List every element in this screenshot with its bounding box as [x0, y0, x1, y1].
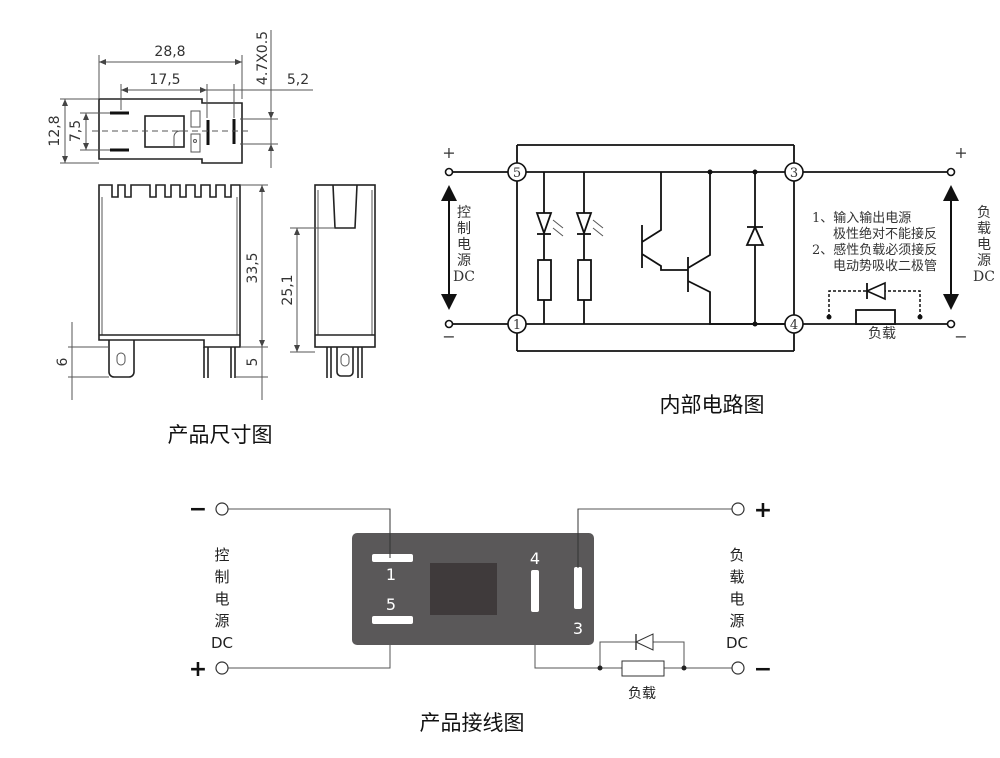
internal-circuit: 5 1 3 4 负载 + − + − 控 制 电 源 DC 负 载 电	[441, 143, 995, 417]
dim-side-height: 25,1	[280, 274, 296, 305]
circuit-title: 内部电路图	[660, 393, 765, 417]
terminal-3: 3	[790, 166, 798, 181]
circuit-control-label: 控 制 电 源 DC	[453, 205, 475, 285]
dim-pin-size: 4.7X0.5	[255, 31, 271, 85]
dim-tab-length: 6	[55, 357, 71, 366]
dim-height-top: 12,8	[47, 115, 63, 146]
circuit-minus-left: −	[442, 327, 455, 346]
pin-label-1: 1	[386, 565, 396, 584]
wiring-minus-right: −	[754, 657, 772, 682]
dim-pin-gap: 7,5	[68, 120, 84, 142]
pin-label-5: 5	[386, 595, 396, 614]
wiring-title: 产品接线图	[420, 711, 525, 735]
circuit-plus-right: +	[954, 143, 967, 162]
svg-text:源: 源	[977, 253, 991, 269]
svg-text:极性绝对不能接反: 极性绝对不能接反	[833, 226, 937, 242]
svg-text:1、输入输出电源: 1、输入输出电源	[812, 210, 911, 226]
svg-text:电: 电	[457, 237, 471, 253]
wiring-load-supply-label: 负 载 电 源 DC	[726, 546, 748, 652]
svg-text:电: 电	[977, 237, 991, 253]
terminal-4: 4	[790, 318, 798, 333]
top-view: 28,8 17,5 5,2 4.7X0.5 12,8 7,5	[47, 30, 313, 168]
svg-text:制: 制	[457, 221, 471, 237]
pin-4-bar	[531, 570, 539, 612]
wiring-diagram: 1 5 4 3 − + + − 负载 控 制 电 源 DC 负 载	[189, 497, 772, 735]
svg-text:2、感性负载必须接反: 2、感性负载必须接反	[812, 242, 937, 258]
front-view: 33,5 5 6	[55, 184, 268, 400]
terminal-5: 5	[513, 166, 521, 181]
circuit-minus-right: −	[954, 327, 967, 346]
dim-body-height: 33,5	[245, 252, 261, 283]
svg-text:负: 负	[729, 546, 744, 564]
dim-width-total: 28,8	[154, 44, 185, 60]
svg-text:源: 源	[729, 612, 744, 630]
wiring-load-label: 负载	[628, 686, 656, 702]
svg-text:DC: DC	[453, 269, 475, 285]
wiring-plus-left: +	[189, 657, 207, 682]
pin-label-4: 4	[530, 549, 540, 568]
svg-text:电: 电	[214, 590, 229, 608]
dimension-title: 产品尺寸图	[168, 423, 273, 447]
dim-pin-length: 5	[245, 358, 261, 367]
pin-label-3: 3	[573, 619, 583, 638]
svg-text:DC: DC	[973, 269, 995, 285]
circuit-load-label: 负载	[868, 326, 896, 342]
svg-text:控: 控	[214, 546, 229, 564]
wiring-control-label: 控 制 电 源 DC	[211, 546, 233, 652]
pin-3-bar	[574, 567, 582, 609]
terminal-1: 1	[513, 318, 521, 333]
circuit-plus-left: +	[442, 143, 455, 162]
svg-text:载: 载	[977, 221, 991, 237]
dim-pin-offset: 5,2	[287, 72, 309, 88]
svg-text:控: 控	[457, 205, 471, 221]
circuit-load-supply-label: 负 载 电 源 DC	[973, 205, 995, 285]
svg-text:DC: DC	[211, 634, 233, 652]
dimension-drawing: 28,8 17,5 5,2 4.7X0.5 12,8 7,5	[47, 30, 376, 447]
side-view: 25,1	[280, 184, 376, 378]
dim-pin-spacing: 17,5	[149, 72, 180, 88]
wiring-minus-left: −	[189, 497, 207, 522]
circuit-notes: 1、输入输出电源 极性绝对不能接反 2、感性负载必须接反 电动势吸收二极管	[812, 210, 937, 274]
pin-5-bar	[372, 616, 413, 624]
svg-text:负: 负	[977, 205, 991, 221]
svg-text:电动势吸收二极管: 电动势吸收二极管	[833, 258, 937, 274]
wiring-plus-right: +	[754, 498, 772, 523]
svg-text:源: 源	[457, 253, 471, 269]
svg-text:载: 载	[729, 568, 744, 586]
relay-window	[430, 563, 497, 615]
svg-text:制: 制	[214, 568, 229, 586]
svg-text:源: 源	[214, 612, 229, 630]
pin-1-bar	[372, 554, 413, 562]
svg-text:DC: DC	[726, 634, 748, 652]
svg-text:电: 电	[729, 590, 744, 608]
